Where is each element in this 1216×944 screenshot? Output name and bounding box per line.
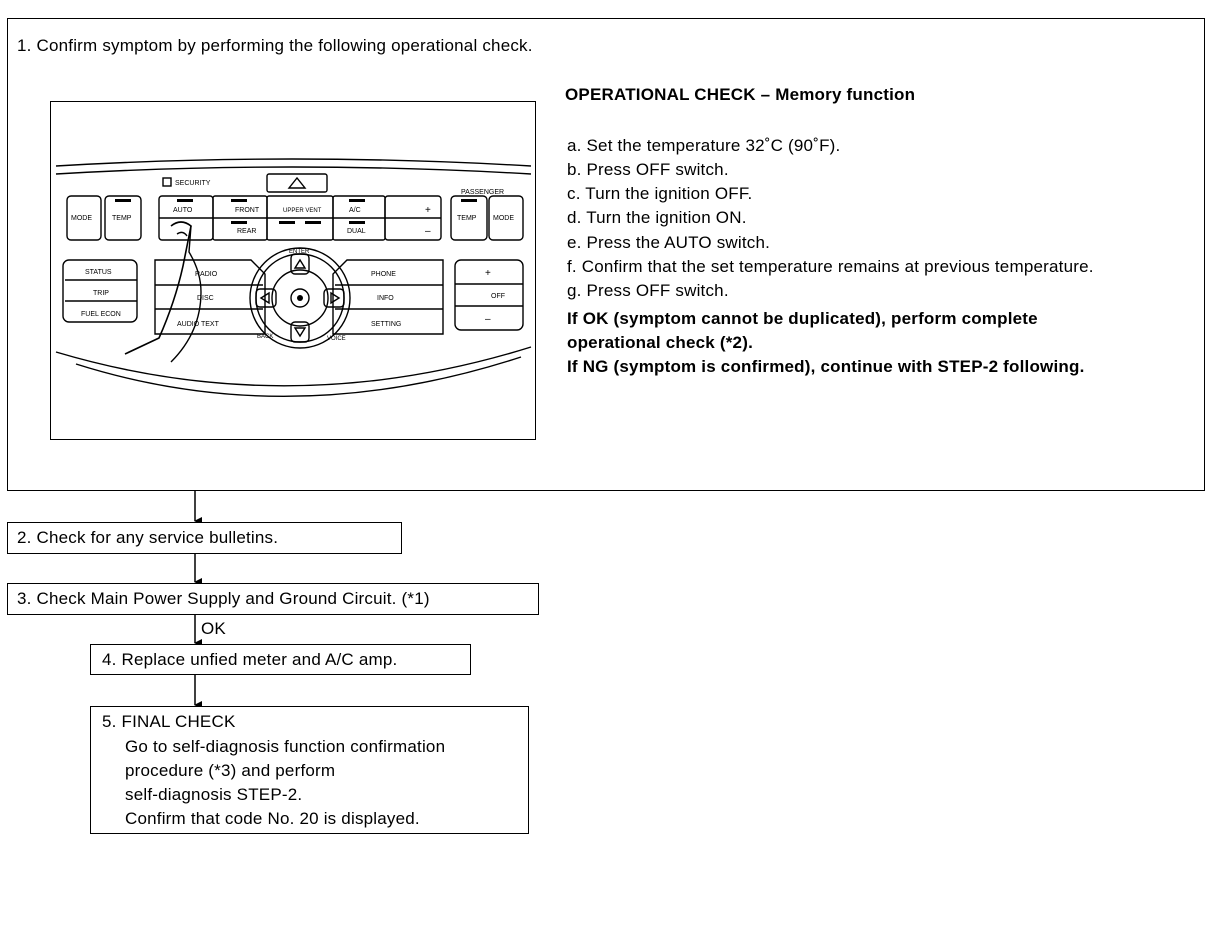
- panel-passenger-label: PASSENGER: [461, 189, 504, 196]
- panel-phone-label: PHONE: [371, 271, 396, 278]
- op-step-e: e. Press the AUTO switch.: [567, 233, 771, 252]
- panel-disc-label: DISC: [197, 295, 214, 302]
- step5-title: 5. FINAL CHECK: [102, 712, 236, 731]
- panel-auto-label: AUTO: [173, 207, 193, 214]
- result-ng-line: If NG (symptom is confirmed), continue w…: [567, 357, 1085, 376]
- panel-trip-label: TRIP: [93, 290, 109, 297]
- ok-label: OK: [201, 619, 226, 638]
- step4-box: 4. Replace unfied meter and A/C amp.: [90, 644, 471, 675]
- panel-radio-label: RADIO: [195, 271, 218, 278]
- panel-vol-minus: –: [485, 314, 491, 325]
- panel-ac-label: A/C: [349, 207, 361, 214]
- op-step-a: a. Set the temperature 32˚C (90˚F).: [567, 136, 841, 155]
- panel-status-label: STATUS: [85, 269, 112, 276]
- panel-fuel-econ-label: FUEL ECON: [81, 311, 121, 318]
- panel-rear-label: REAR: [237, 228, 256, 235]
- panel-setting-label: SETTING: [371, 321, 401, 328]
- step1-box: 1. Confirm symptom by performing the fol…: [7, 18, 1205, 491]
- op-step-d: d. Turn the ignition ON.: [567, 208, 747, 227]
- step5-line2: procedure (*3) and perform: [125, 761, 336, 780]
- panel-enter-label: ENTER: [289, 249, 310, 255]
- control-panel-illustration: SECURITY PASSENGER MODE TEMP AUTO FRONT …: [50, 101, 536, 440]
- step5-line1: Go to self-diagnosis function confirmati…: [125, 737, 446, 756]
- panel-vol-plus: +: [485, 268, 491, 279]
- step5-line4: Confirm that code No. 20 is displayed.: [125, 809, 420, 828]
- panel-off-label: OFF: [491, 293, 505, 300]
- op-step-b: b. Press OFF switch.: [567, 160, 729, 179]
- op-check-title: OPERATIONAL CHECK – Memory function: [565, 85, 916, 104]
- panel-fan-plus: +: [425, 205, 431, 216]
- panel-front-label: FRONT: [235, 207, 260, 214]
- step4-text: 4. Replace unfied meter and A/C amp.: [102, 650, 398, 669]
- step1-heading: 1. Confirm symptom by performing the fol…: [17, 36, 533, 55]
- result-ok-line1: If OK (symptom cannot be duplicated), pe…: [567, 309, 1038, 328]
- step2-text: 2. Check for any service bulletins.: [17, 528, 279, 547]
- panel-audio-text-label: AUDIO TEXT: [177, 321, 220, 328]
- panel-voice-label: VOICE: [327, 336, 346, 342]
- result-ok-line2: operational check (*2).: [567, 333, 753, 352]
- op-step-g: g. Press OFF switch.: [567, 281, 729, 300]
- step5-box: 5. FINAL CHECK Go to self-diagnosis func…: [90, 706, 529, 834]
- control-panel-drawing: SECURITY PASSENGER MODE TEMP AUTO FRONT …: [55, 158, 532, 397]
- op-step-f: f. Confirm that the set temperature rema…: [567, 257, 1094, 276]
- step3-text: 3. Check Main Power Supply and Ground Ci…: [17, 589, 430, 608]
- op-check-results: If OK (symptom cannot be duplicated), pe…: [567, 307, 1197, 382]
- panel-mode-right: MODE: [493, 215, 514, 222]
- panel-upper-vent-label: UPPER VENT: [283, 208, 322, 214]
- panel-fan-minus: –: [425, 226, 431, 237]
- panel-dual-label: DUAL: [347, 228, 366, 235]
- panel-mode-left: MODE: [71, 215, 92, 222]
- op-check-steps: a. Set the temperature 32˚C (90˚F). b. P…: [567, 134, 1197, 304]
- step3-box: 3. Check Main Power Supply and Ground Ci…: [7, 583, 539, 615]
- panel-back-label: BACK: [257, 334, 273, 340]
- step2-box: 2. Check for any service bulletins.: [7, 522, 402, 554]
- op-step-c: c. Turn the ignition OFF.: [567, 184, 753, 203]
- panel-info-label: INFO: [377, 295, 394, 302]
- step5-line3: self-diagnosis STEP-2.: [125, 785, 303, 804]
- panel-security-label: SECURITY: [175, 180, 211, 187]
- panel-temp-right: TEMP: [457, 215, 477, 222]
- panel-temp-left: TEMP: [112, 215, 132, 222]
